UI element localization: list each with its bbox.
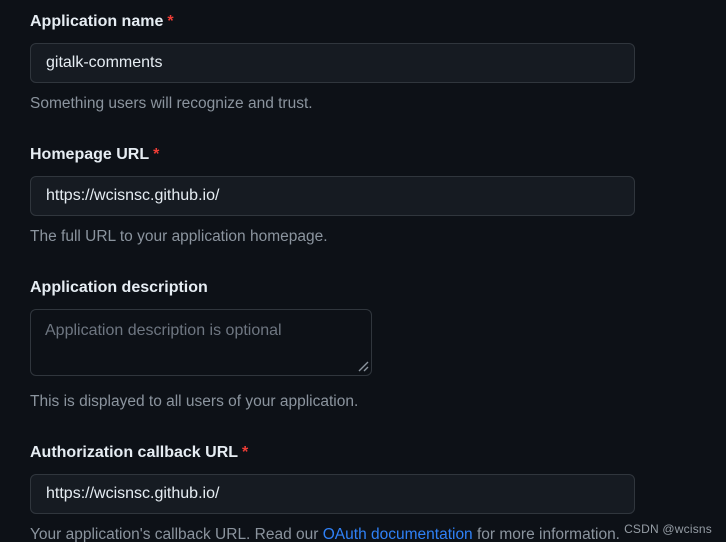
application-name-help: Something users will recognize and trust… <box>30 95 313 112</box>
field-authorization-callback-url: Authorization callback URL* Your applica… <box>30 442 726 542</box>
authorization-callback-url-label: Authorization callback URL* <box>30 442 726 463</box>
authorization-callback-url-label-text: Authorization callback URL <box>30 444 239 461</box>
field-application-name: Application name* Something users will r… <box>30 11 726 114</box>
required-asterisk: * <box>242 444 249 461</box>
application-description-label: Application description <box>30 277 726 298</box>
application-description-label-text: Application description <box>30 279 208 296</box>
csdn-watermark: CSDN @wcisns <box>624 522 712 536</box>
authorization-callback-url-input[interactable] <box>30 474 635 514</box>
application-description-textarea-wrap <box>30 309 372 376</box>
homepage-url-label-text: Homepage URL <box>30 146 150 163</box>
callback-help-suffix: for more information. <box>472 526 620 542</box>
field-homepage-url: Homepage URL* The full URL to your appli… <box>30 144 726 247</box>
homepage-url-input[interactable] <box>30 176 635 216</box>
application-name-label: Application name* <box>30 11 726 32</box>
application-description-textarea[interactable] <box>30 309 372 376</box>
homepage-url-help: The full URL to your application homepag… <box>30 228 328 245</box>
required-asterisk: * <box>167 13 174 30</box>
callback-help-prefix: Your application's callback URL. Read ou… <box>30 526 323 542</box>
application-name-input[interactable] <box>30 43 635 83</box>
oauth-documentation-link[interactable]: OAuth documentation <box>322 526 473 542</box>
required-asterisk: * <box>153 146 160 163</box>
field-application-description: Application description This is displaye… <box>30 277 726 412</box>
application-name-label-text: Application name <box>30 13 164 30</box>
application-description-help: This is displayed to all users of your a… <box>30 393 359 410</box>
homepage-url-label: Homepage URL* <box>30 144 726 165</box>
resize-grip-icon[interactable] <box>358 361 369 372</box>
authorization-callback-url-help: Your application's callback URL. Read ou… <box>30 525 726 542</box>
